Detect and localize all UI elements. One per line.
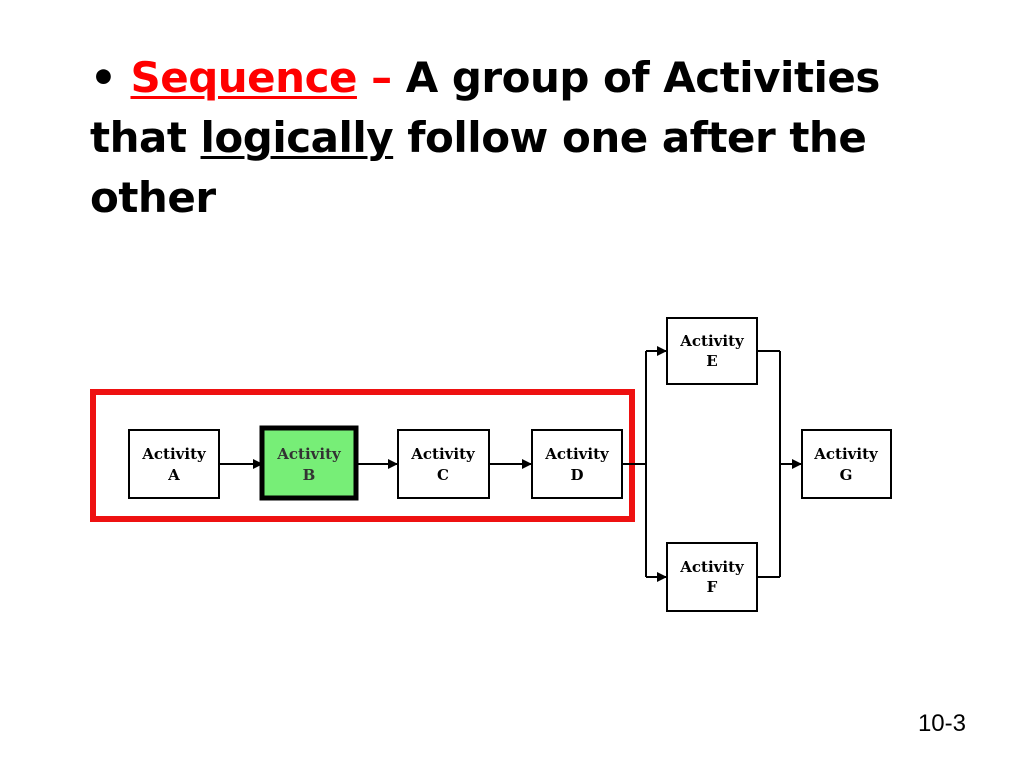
definition-part1: A group of Activities that: [90, 53, 880, 162]
activity-g-box: Activity G: [801, 429, 892, 499]
activity-c-line2: C: [437, 466, 449, 484]
activity-d-line2: D: [570, 466, 583, 484]
bullet-symbol: •: [90, 53, 117, 102]
term-sequence: Sequence: [130, 53, 357, 102]
activity-b-line1: Activity: [276, 445, 342, 463]
page-number: 10-3: [917, 710, 966, 737]
sequence-group-outline: [90, 389, 635, 522]
activity-e-line1: Activity: [679, 332, 745, 350]
activity-d-line1: Activity: [544, 445, 610, 463]
activity-a-line2: A: [167, 466, 180, 484]
activity-f-line1: Activity: [679, 558, 745, 576]
activity-f-line2: F: [707, 578, 718, 596]
activity-e-box: Activity E: [666, 317, 758, 385]
activity-f-box: Activity F: [666, 542, 758, 612]
activity-c-box: Activity C: [397, 429, 490, 499]
emphasis-logically: logically: [200, 113, 394, 162]
activity-d-box: Activity D: [531, 429, 623, 499]
activity-b-box: Activity B: [259, 425, 359, 501]
bullet-text: • Sequence – A group of Activities that …: [90, 48, 990, 228]
definition-part2: follow one after the other: [90, 113, 867, 222]
term-dash: –: [371, 53, 392, 102]
activity-c-line1: Activity: [410, 445, 476, 463]
activity-b-line2: B: [303, 466, 316, 484]
activity-g-line1: Activity: [813, 445, 879, 463]
activity-a-line1: Activity: [141, 445, 207, 463]
activity-e-line2: E: [706, 352, 717, 370]
activity-g-line2: G: [840, 466, 853, 484]
connectors: [219, 346, 802, 582]
activity-a-box: Activity A: [128, 429, 220, 499]
